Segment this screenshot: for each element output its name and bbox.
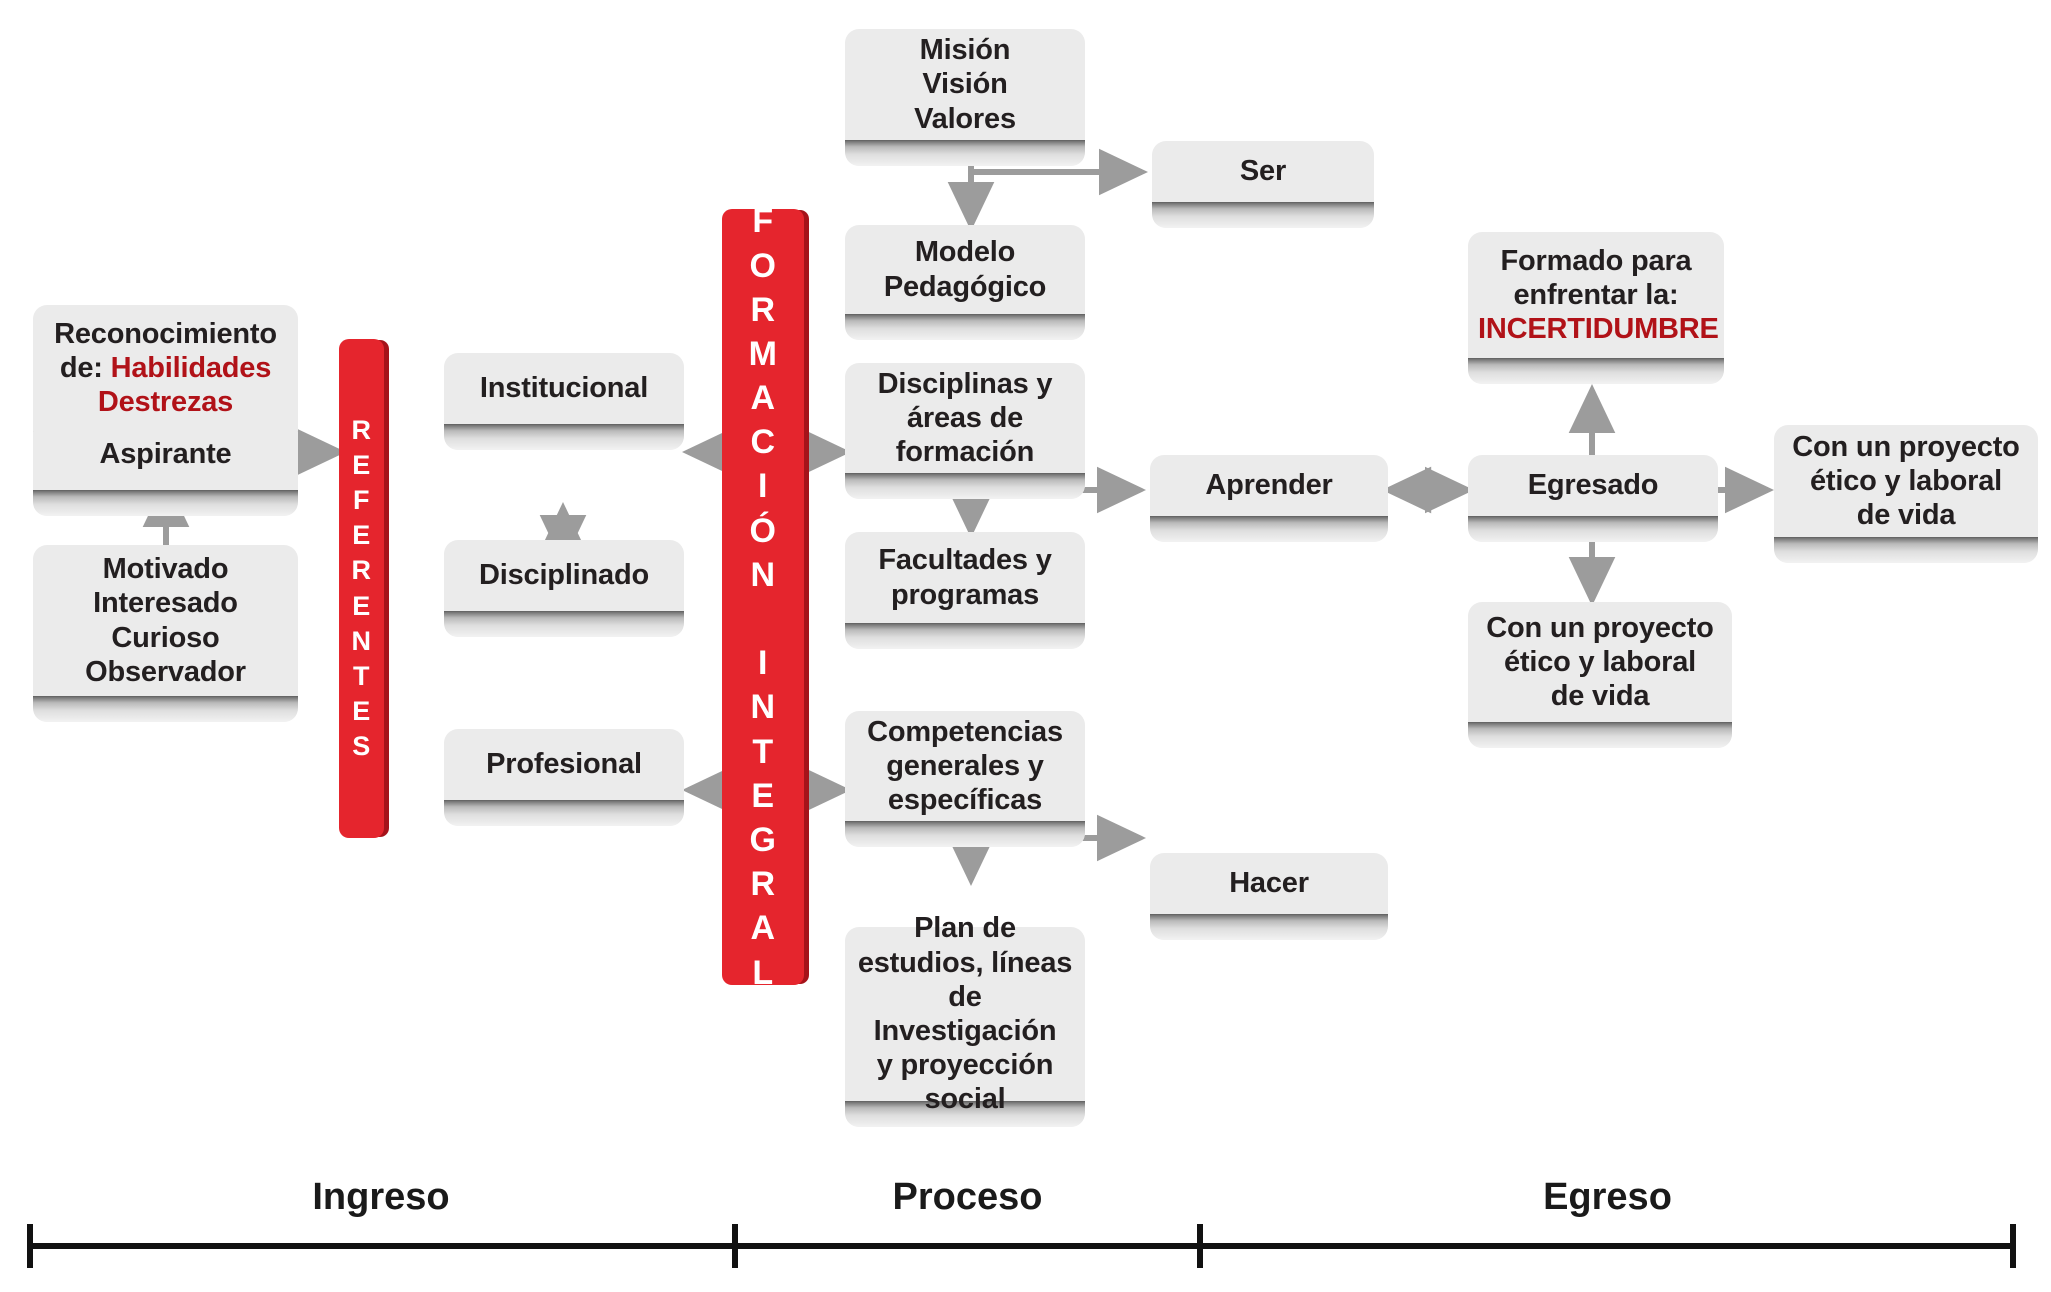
node-facultades-programas: Facultades y programas (845, 532, 1085, 649)
red-bar-formacion-integral-label: F O R M A C I Ó N I N T E G R A L (748, 202, 778, 992)
node-reconocimiento-line2-accent: Habilidades (110, 351, 272, 384)
node-institucional-label: Institucional (479, 372, 649, 405)
node-egresado: Egresado (1468, 455, 1718, 542)
node-disciplinado-label: Disciplinado (478, 559, 649, 592)
red-bar-formacion-integral: F O R M A C I Ó N I N T E G R A L (722, 202, 804, 992)
node-aprender: Aprender (1150, 455, 1388, 542)
node-proyecto-etico-derecha: Con un proyecto ético y laboral de vida (1774, 425, 2038, 563)
node-disciplinas-areas-label: Disciplinas y áreas de formación (877, 367, 1053, 469)
node-mision-vision-valores-label: Misión Visión Valores (914, 34, 1016, 135)
phase-label-ingreso: Ingreso (312, 1176, 450, 1218)
node-competencias: Competencias generales y específicas (845, 711, 1085, 847)
node-profesional-label: Profesional (486, 748, 642, 781)
node-disciplinado: Disciplinado (444, 540, 684, 637)
node-formado-line1: Formado para (1500, 244, 1692, 277)
phase-label-proceso: Proceso (892, 1176, 1043, 1218)
node-reconocimiento-line1: Reconocimiento (54, 317, 277, 350)
node-facultades-programas-label: Facultades y programas (878, 544, 1052, 611)
node-reconocimiento-line3-accent: Destrezas (97, 386, 234, 419)
node-modelo-pedagogico: Modelo Pedagógico (845, 225, 1085, 340)
node-modelo-pedagogico-label: Modelo Pedagógico (883, 236, 1047, 303)
node-hacer: Hacer (1150, 853, 1388, 940)
axis-tick-ingreso-proceso (732, 1224, 738, 1268)
node-profesional: Profesional (444, 729, 684, 826)
axis-tick-proceso-egreso (1197, 1224, 1203, 1268)
node-aspirante: Aspirante (33, 418, 298, 516)
node-hacer-label: Hacer (1229, 867, 1309, 900)
node-proyecto-etico-derecha-label: Con un proyecto ético y laboral de vida (1792, 430, 2020, 532)
node-plan-estudios-label: Plan de estudios, líneas de Investigació… (857, 912, 1073, 1116)
node-ser-label: Ser (1239, 155, 1287, 188)
node-mision-vision-valores: Misión Visión Valores (845, 29, 1085, 166)
node-institucional: Institucional (444, 353, 684, 450)
node-disciplinas-areas: Disciplinas y áreas de formación (845, 363, 1085, 499)
node-formado-incertidumbre: Formado para enfrentar la: INCERTIDUMBRE (1468, 232, 1724, 384)
node-aprender-label: Aprender (1205, 469, 1333, 502)
axis-tick-start (27, 1224, 33, 1268)
node-egresado-label: Egresado (1527, 469, 1659, 502)
red-bar-referentes: R E F E R E N T E S (339, 339, 384, 838)
node-proyecto-etico-abajo-label: Con un proyecto ético y laboral de vida (1486, 611, 1714, 713)
red-bar-referentes-label: R E F E R E N T E S (351, 415, 372, 761)
axis-baseline (27, 1243, 2016, 1249)
node-ser: Ser (1152, 141, 1374, 228)
node-formado-line2: enfrentar la: (1513, 278, 1679, 311)
axis-tick-end (2010, 1224, 2016, 1268)
node-formado-line3-accent: INCERTIDUMBRE (1478, 313, 1719, 346)
phase-label-egreso: Egreso (1543, 1176, 1672, 1218)
node-motivado: Motivado Interesado Curioso Observador (33, 545, 298, 722)
node-plan-estudios: Plan de estudios, líneas de Investigació… (845, 912, 1085, 1127)
node-competencias-label: Competencias generales y específicas (867, 715, 1063, 817)
node-motivado-label: Motivado Interesado Curioso Observador (85, 553, 246, 688)
node-aspirante-label: Aspirante (99, 437, 232, 470)
node-reconocimiento-line2-prefix: de: (59, 351, 111, 384)
node-proyecto-etico-abajo: Con un proyecto ético y laboral de vida (1468, 602, 1732, 748)
